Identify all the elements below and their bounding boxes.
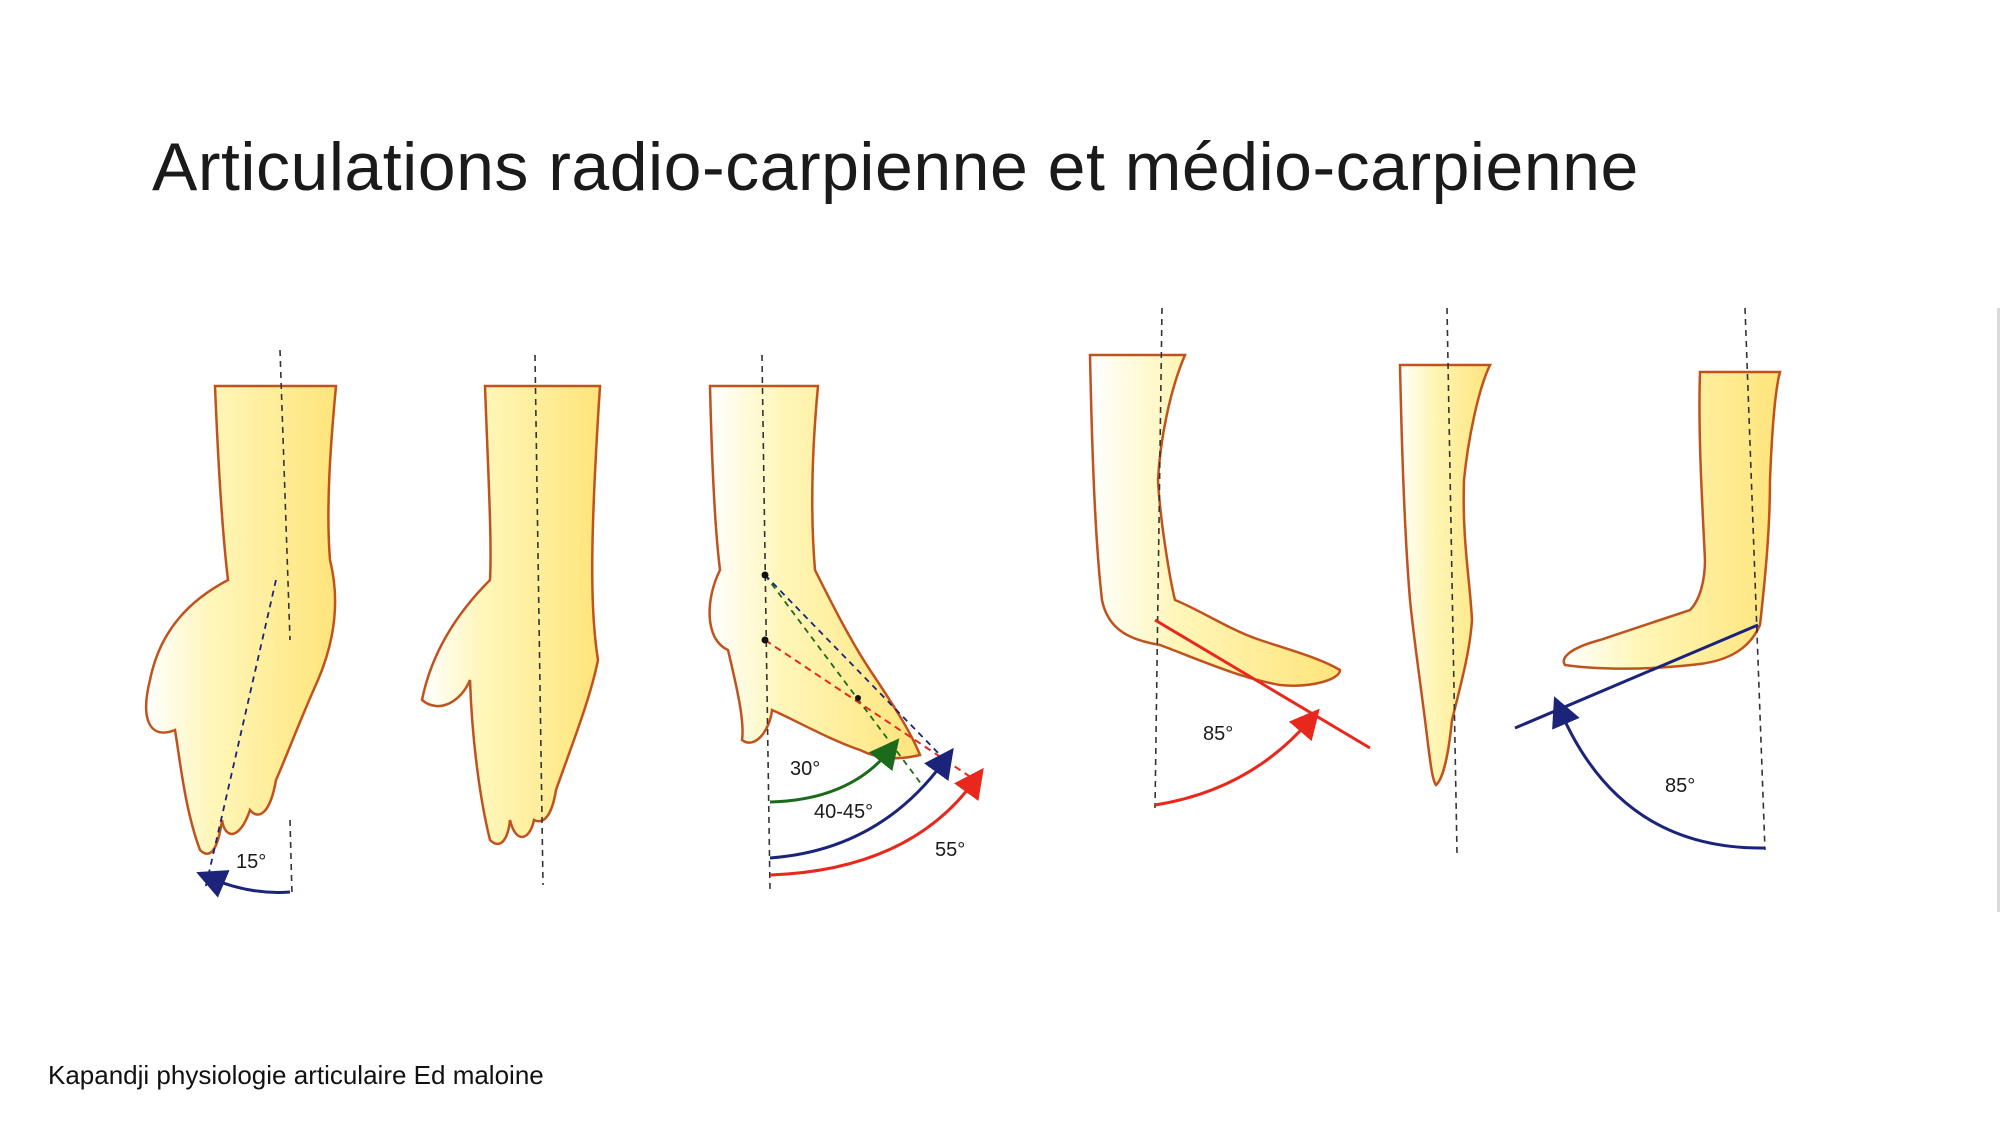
wrist-diagram-svg: 15° 30° 40-45°	[145, 307, 1782, 898]
hand-1-axis	[279, 349, 291, 641]
hand-radial-deviation: 30° 40-45° 55°	[708, 354, 984, 891]
hand-1-reference-axis	[289, 819, 293, 896]
hand-lateral-neutral	[1398, 307, 1492, 854]
hand-6-axis	[1744, 307, 1766, 851]
hand-1-deviation-axis	[204, 579, 277, 891]
hand-2-shape	[420, 384, 602, 846]
label-flexion-85: 85°	[1203, 723, 1233, 745]
hand-neutral	[420, 354, 602, 886]
hand-3-blue-arc	[769, 747, 954, 860]
hand-5-axis	[1446, 307, 1458, 854]
hand-3-green-arc	[769, 738, 900, 804]
source-citation: Kapandji physiologie articulaire Ed malo…	[48, 1060, 544, 1090]
hand-1-arc	[196, 870, 291, 898]
slide-edge-divider	[1997, 308, 2000, 912]
wrist-motion-figure: 15° 30° 40-45°	[0, 280, 2000, 920]
label-30: 30°	[790, 758, 820, 780]
label-extension-85: 85°	[1665, 775, 1695, 797]
hand-4-arc	[1154, 708, 1320, 807]
label-55: 55°	[935, 839, 965, 861]
hand-5-shape	[1398, 363, 1492, 787]
hand-extension: 85°	[1514, 307, 1782, 851]
slide-title: Articulations radio-carpienne et médio-c…	[152, 129, 1639, 205]
hand-3-axis	[761, 354, 771, 891]
label-15: 15°	[236, 851, 266, 873]
hand-ulnar-deviation: 15°	[145, 349, 338, 898]
hand-3-red-arc	[769, 767, 984, 877]
hand-6-arc	[1552, 696, 1766, 850]
hand-1-shape	[145, 384, 338, 855]
hand-flexion: 85°	[1088, 307, 1371, 809]
hand-3-pivot-c	[855, 695, 861, 701]
label-40-45: 40-45°	[814, 801, 873, 823]
hand-2-axis	[534, 354, 544, 886]
hand-3-shape	[708, 384, 922, 760]
hand-6-shape	[1562, 370, 1782, 670]
hand-3-pivot-a	[761, 571, 769, 579]
hand-3-pivot-b	[761, 636, 769, 644]
hand-4-flexion-line	[1154, 618, 1371, 750]
hand-4-shape	[1088, 353, 1342, 687]
